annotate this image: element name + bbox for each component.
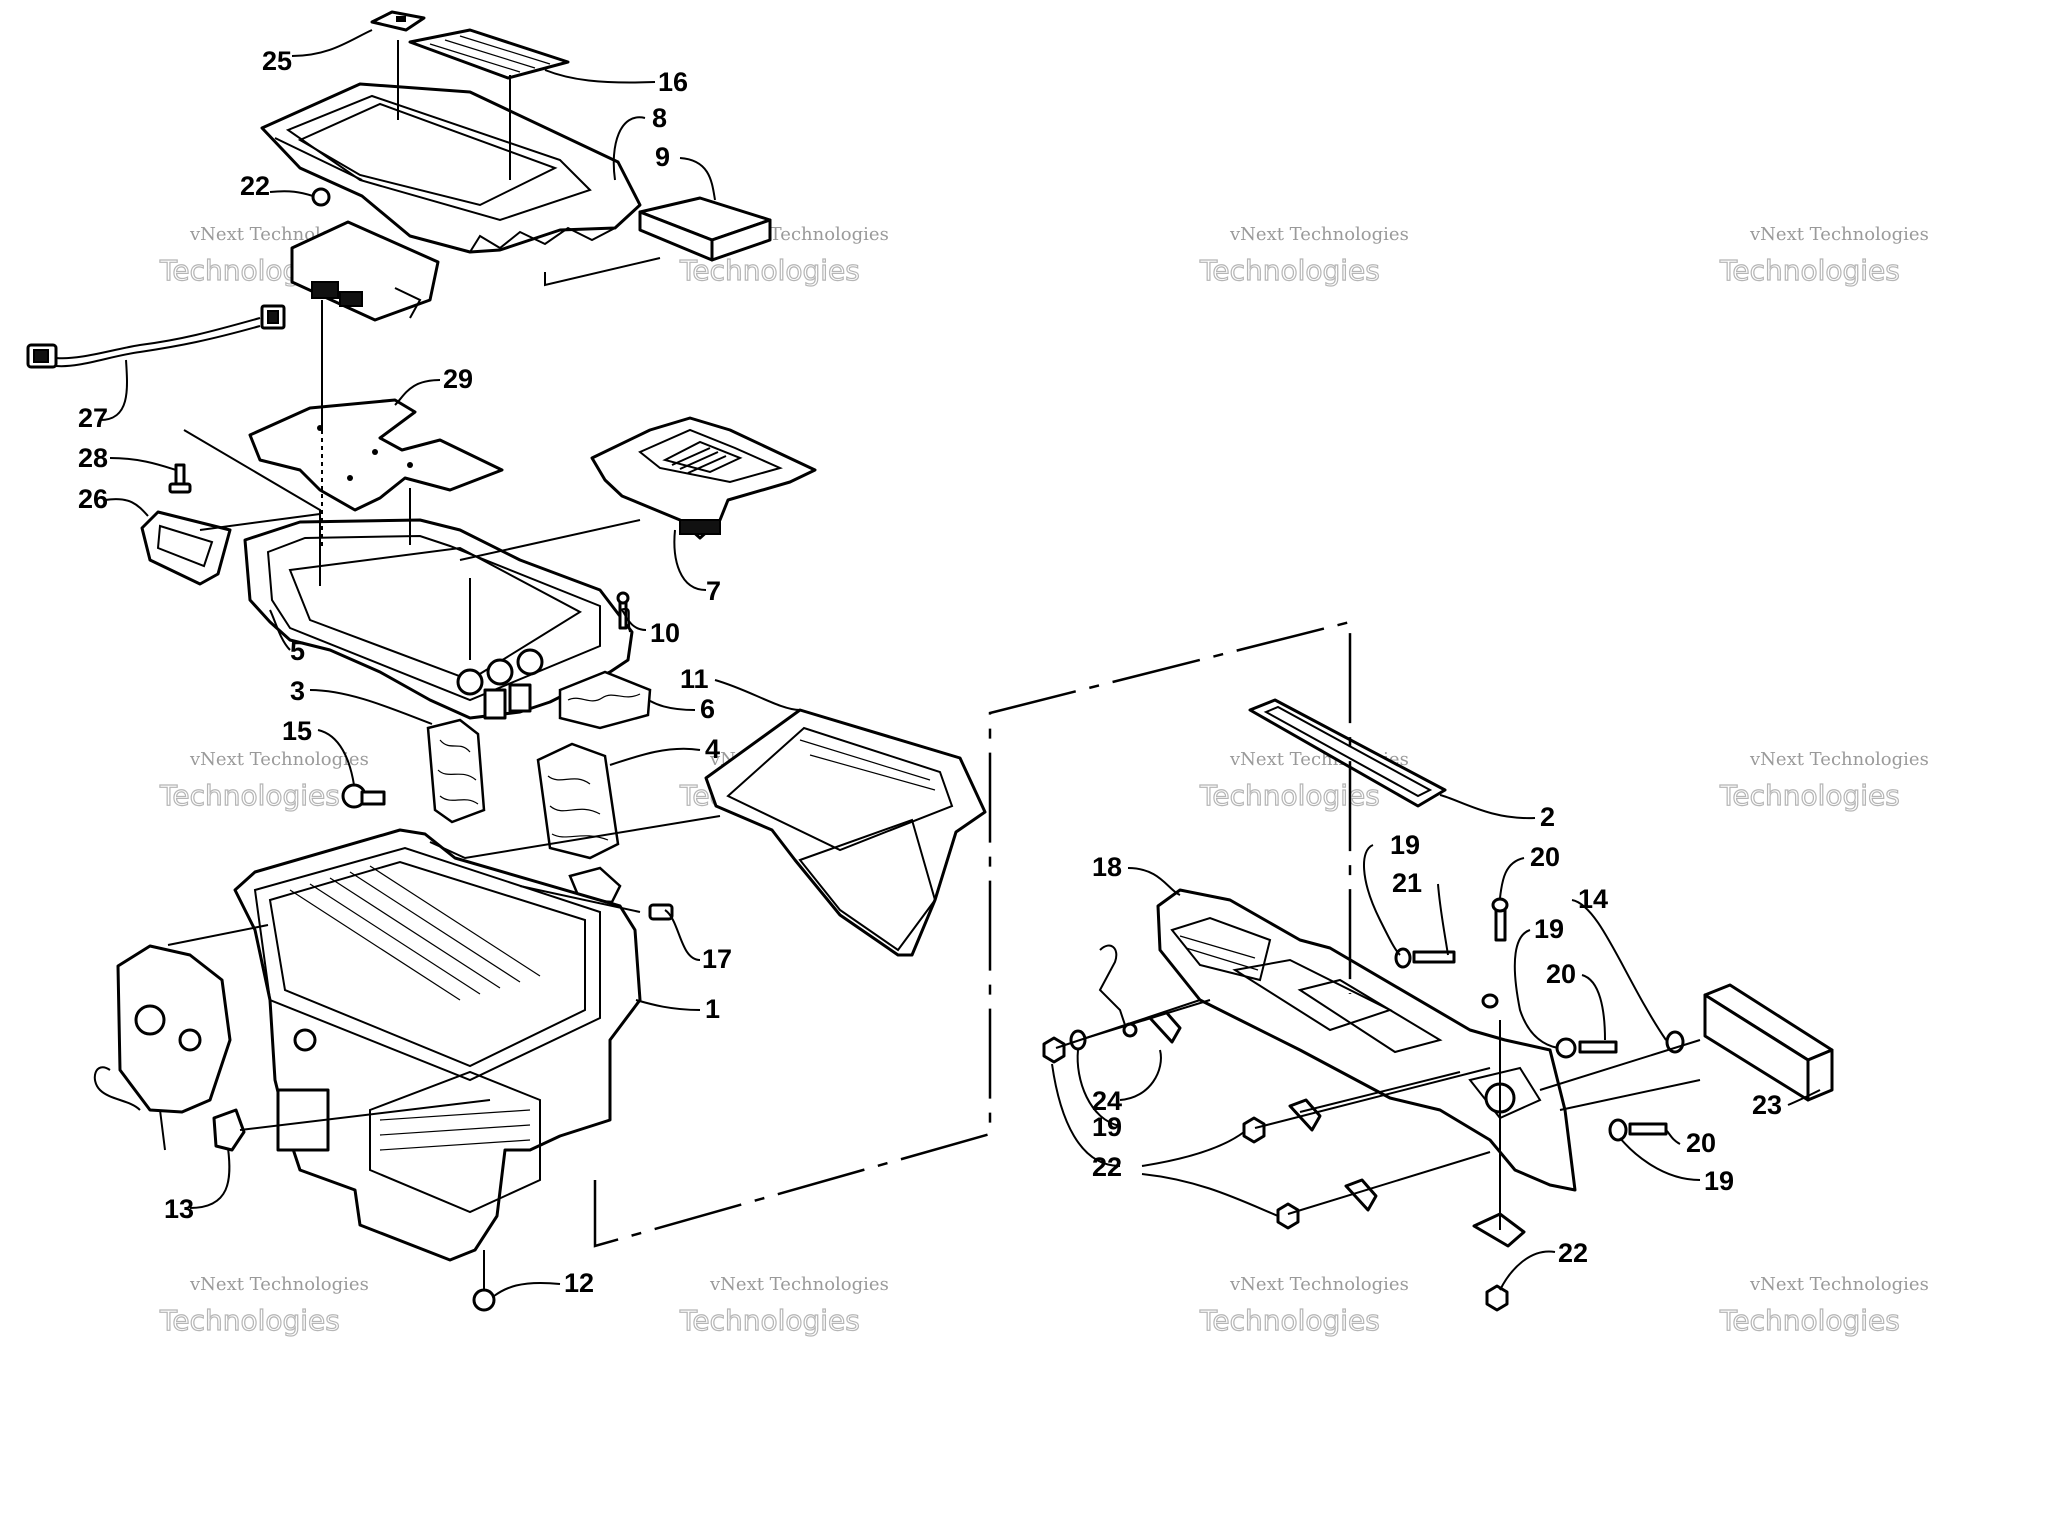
part-22-nut — [311, 187, 331, 207]
callout-18: 18 — [1092, 852, 1122, 882]
callout-8: 8 — [652, 103, 667, 133]
callout-20: 20 — [1686, 1128, 1716, 1158]
assembly-lines — [167, 40, 1701, 1290]
part-3-foam — [426, 718, 486, 824]
part-electrical-box — [290, 220, 440, 322]
watermark-text: Technologies — [1719, 1304, 1900, 1337]
callout-16: 16 — [658, 67, 688, 97]
callout-26: 26 — [78, 484, 108, 514]
watermark-text: Technologies — [1719, 254, 1900, 287]
part-25-label — [370, 10, 426, 32]
watermark-text: Technologies — [679, 1304, 860, 1337]
part-16-decal — [408, 28, 570, 80]
callout-11: 11 — [680, 664, 709, 694]
watermark-text: Technologies — [1199, 254, 1380, 287]
watermark: vNext Technologies Technologies — [1198, 1274, 1409, 1338]
watermark-text: vNext Technologies — [1749, 1274, 1929, 1295]
part-12-cap — [472, 1288, 496, 1312]
part-5-airbox-tray — [243, 518, 634, 720]
part-4-foam — [536, 742, 622, 904]
callout-4: 4 — [705, 734, 720, 764]
watermark-text: vNext Technologies — [189, 1274, 369, 1295]
callout-2: 2 — [1540, 802, 1555, 832]
leader-lines — [99, 29, 1821, 1297]
callout-3: 3 — [290, 676, 305, 706]
callout-13: 13 — [164, 1194, 194, 1224]
part-6-foam-block — [558, 670, 652, 730]
part-2-gasket-frame — [1248, 698, 1447, 808]
watermark: vNext Technologies Technologies — [158, 749, 369, 813]
callout-23: 23 — [1752, 1090, 1782, 1120]
watermark-text: vNext Technologies — [1749, 749, 1929, 770]
callout-12: 12 — [564, 1268, 594, 1298]
watermark: vNext Technologies Technologies — [678, 1274, 889, 1338]
part-27-wire-harness — [26, 304, 286, 369]
watermark-text: vNext Technologies — [189, 749, 369, 770]
watermark-text: Technologies — [1199, 1304, 1380, 1337]
part-10-screw — [616, 591, 630, 630]
watermark-text: vNext Technologies — [709, 1274, 889, 1295]
watermark-text: Technologies — [159, 779, 340, 812]
watermark: vNext Technologies Technologies — [1718, 1274, 1929, 1338]
callout-20: 20 — [1530, 842, 1560, 872]
watermark: vNext Technologies Technologies — [1718, 224, 1929, 288]
callout-29: 29 — [443, 364, 473, 394]
part-18-intake-duct — [1156, 888, 1577, 1192]
watermark: vNext Technologies Technologies — [158, 1274, 369, 1338]
callout-5: 5 — [290, 636, 305, 666]
part-13-clip — [212, 1108, 246, 1152]
callout-7: 7 — [706, 576, 721, 606]
callout-25: 25 — [262, 46, 292, 76]
watermark-text: Technologies — [159, 1304, 340, 1337]
callout-22: 22 — [1092, 1152, 1122, 1182]
watermark-text: vNext Technologies — [1229, 224, 1409, 245]
callout-21: 21 — [1392, 868, 1422, 898]
callout-28: 28 — [78, 443, 108, 473]
callout-19: 19 — [1092, 1112, 1122, 1142]
callout-17: 17 — [702, 944, 732, 974]
part-9-filter-pad — [638, 196, 772, 262]
part-8-airbox-lid — [260, 82, 642, 254]
watermark-text: Technologies — [1719, 779, 1900, 812]
callout-19: 19 — [1390, 830, 1420, 860]
part-28-screw — [168, 463, 192, 494]
watermark: vNext Technologies Technologies — [1718, 749, 1929, 813]
callout-10: 10 — [650, 618, 680, 648]
part-1-airbox-lower — [233, 828, 642, 1262]
watermark: vNext Technologies Technologies — [1198, 224, 1409, 288]
callout-19: 19 — [1704, 1166, 1734, 1196]
callout-15: 15 — [282, 716, 312, 746]
callout-6: 6 — [700, 694, 715, 724]
part-17-bolt — [648, 903, 674, 921]
callout-14: 14 — [1578, 884, 1608, 914]
part-carburetor — [93, 944, 232, 1151]
part-24-clip — [1098, 944, 1182, 1044]
part-26-rubber-boot — [140, 510, 232, 586]
callout-9: 9 — [655, 142, 670, 172]
callout-1: 1 — [705, 994, 720, 1024]
callout-labels: 25 16 8 9 22 27 29 28 26 7 10 5 3 6 11 1… — [78, 46, 1782, 1298]
callout-27: 27 — [78, 403, 108, 433]
callout-24: 24 — [1092, 1086, 1122, 1116]
callout-22: 22 — [1558, 1238, 1588, 1268]
callout-20: 20 — [1546, 959, 1576, 989]
part-23-filter — [1703, 983, 1834, 1102]
part-29-gasket-plate — [248, 398, 504, 512]
watermark-text: Technologies — [1199, 779, 1380, 812]
watermark-text: vNext Technologies — [1749, 224, 1929, 245]
callout-22: 22 — [240, 171, 270, 201]
part-15-bolt — [341, 783, 386, 809]
callout-19: 19 — [1534, 914, 1564, 944]
part-7-cover — [590, 416, 817, 540]
part-11-intake-funnel — [704, 708, 987, 957]
watermark-text: vNext Technologies — [1229, 1274, 1409, 1295]
